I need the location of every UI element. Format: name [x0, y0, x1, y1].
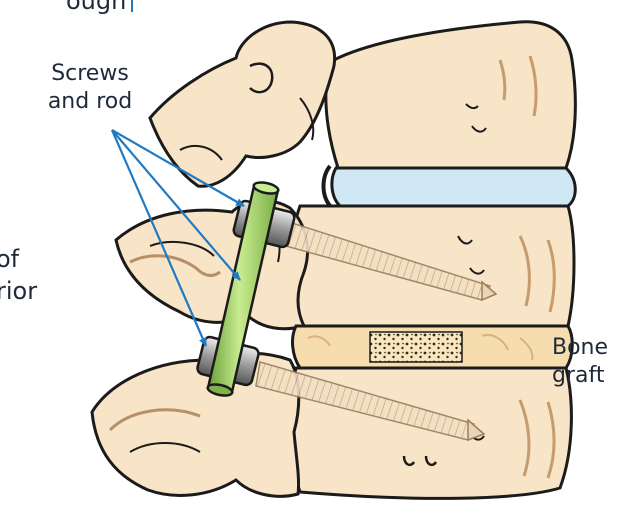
- fragment-left-text-1: of: [0, 244, 19, 274]
- bone-graft: [293, 326, 573, 368]
- fragment-top-text: ough: [66, 0, 126, 16]
- upper-vertebra: [150, 22, 575, 186]
- intervertebral-disc: [332, 168, 575, 206]
- bone-graft-line-1: Bone: [552, 334, 608, 362]
- screws-and-rod-line-1: Screws: [40, 60, 140, 88]
- bone-graft-label: Bone graft: [552, 334, 608, 390]
- middle-vertebra: [116, 201, 574, 329]
- lower-vertebra: [92, 353, 571, 498]
- screws-and-rod-line-2: and rod: [40, 88, 140, 116]
- bone-graft-line-2: graft: [552, 362, 608, 390]
- fragment-left-text-2: rior: [0, 276, 37, 306]
- screws-and-rod-label: Screws and rod: [40, 60, 140, 116]
